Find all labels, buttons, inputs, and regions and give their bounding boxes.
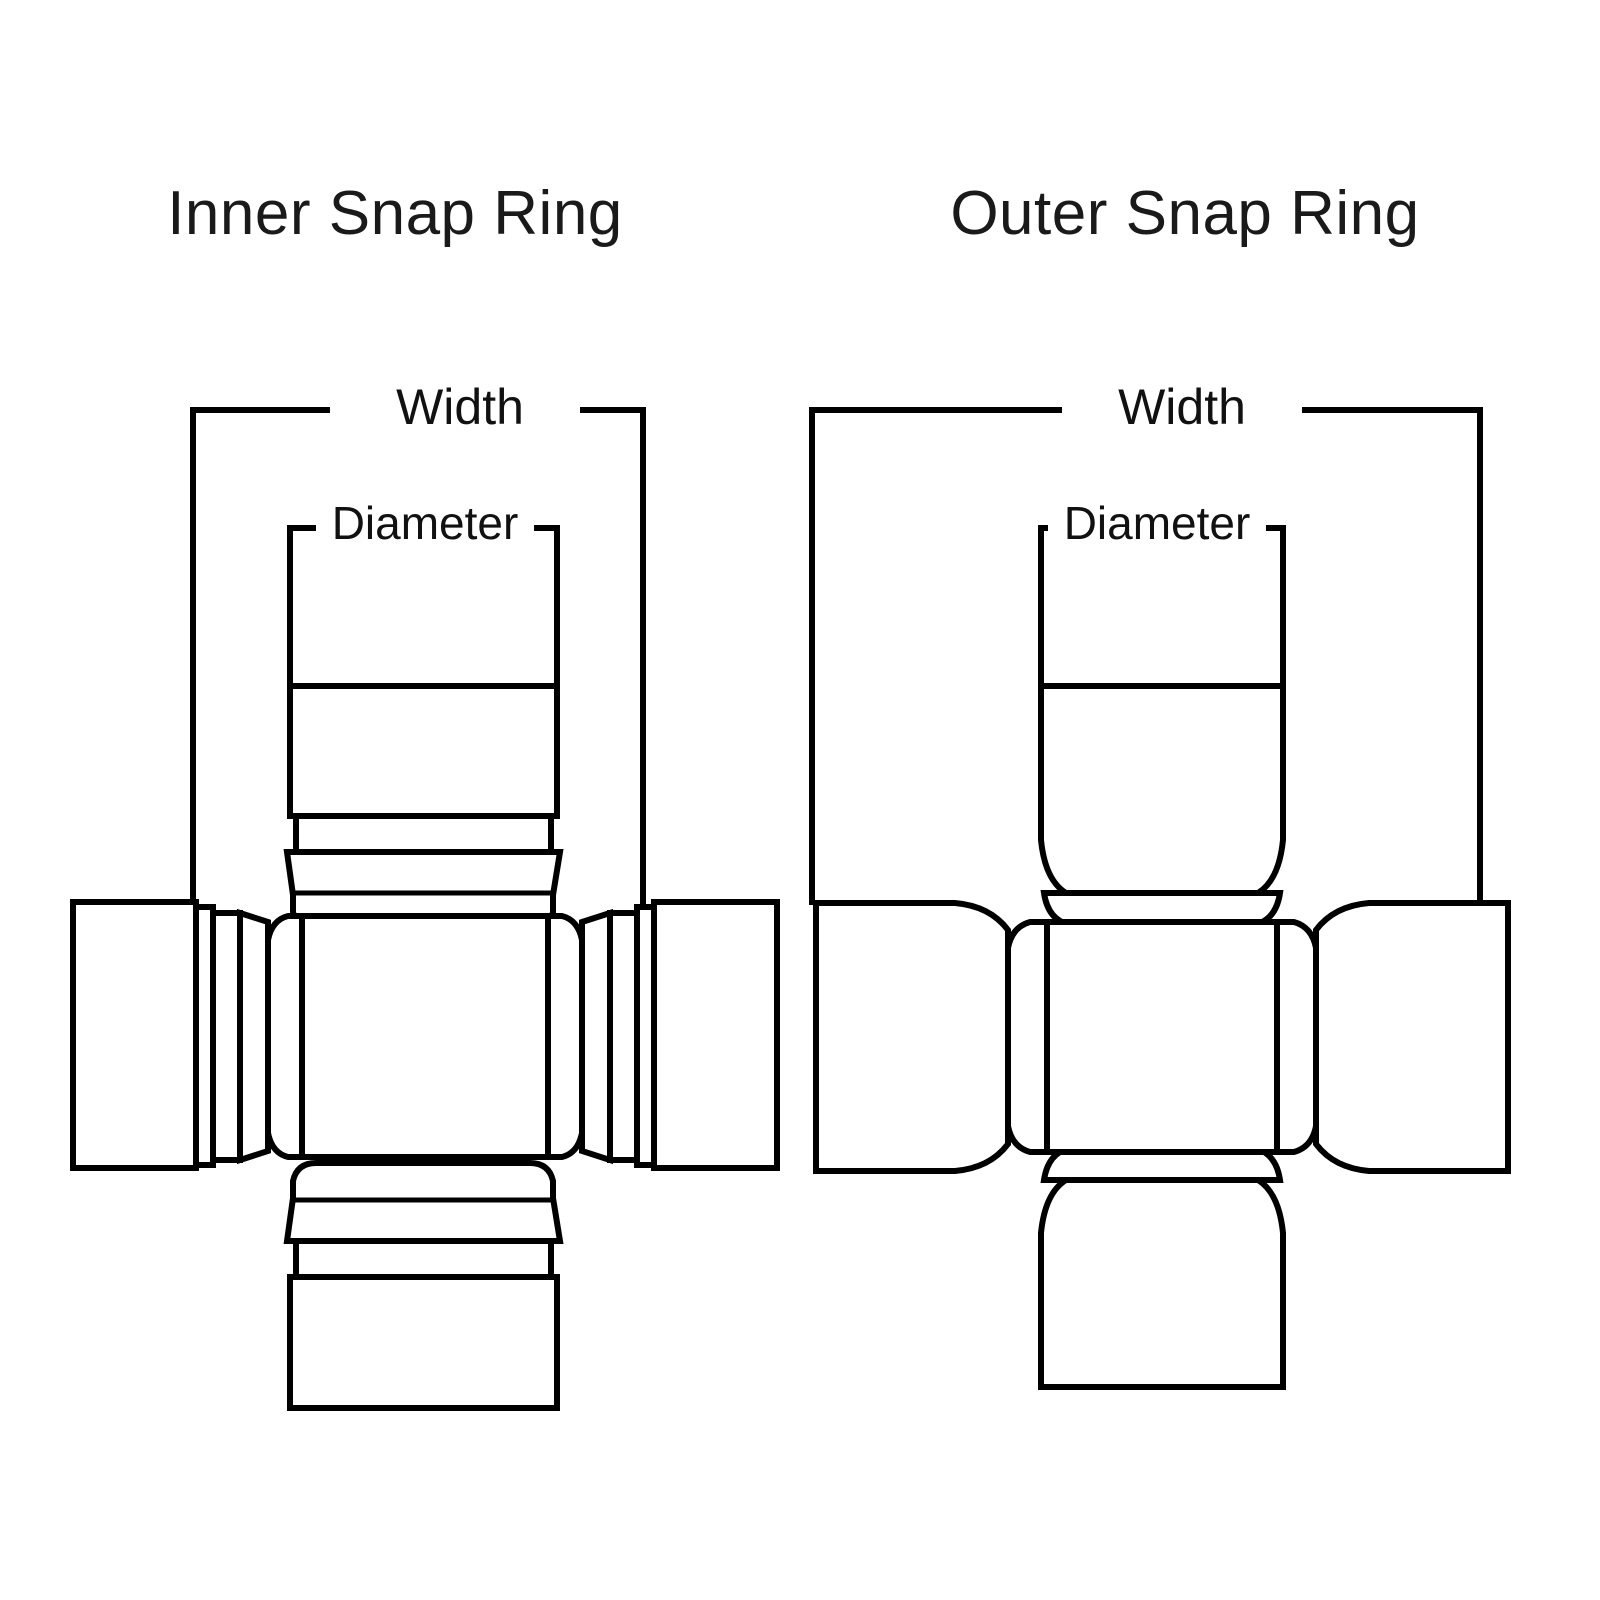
inner-snap-ring-drawing (70, 407, 780, 1411)
diameter-dimension-label-left: Diameter (316, 496, 534, 552)
center-cross-body-right (1044, 919, 1280, 1155)
bottom-bearing-cap-left (283, 1160, 564, 1411)
center-cross-body-left (299, 913, 551, 1160)
top-bearing-cap-right (1038, 683, 1286, 928)
panel-title-inner-snap-ring: Inner Snap Ring (167, 179, 623, 248)
width-dimension-label-left: Width (340, 378, 580, 438)
diameter-dimension-label-right: Diameter (1048, 496, 1266, 552)
diameter-dimension-left (287, 525, 560, 686)
left-arm-left-panel (70, 899, 305, 1171)
right-arm-right-panel (1274, 900, 1511, 1174)
bottom-bearing-cap-right (1038, 1145, 1286, 1390)
right-arm-left-panel (545, 899, 780, 1171)
outer-snap-ring-drawing (809, 407, 1511, 1390)
width-dimension-left (190, 407, 646, 905)
panel-title-outer-snap-ring: Outer Snap Ring (950, 179, 1420, 248)
width-dimension-label-right: Width (1062, 378, 1302, 438)
width-dimension-right (809, 407, 1483, 905)
left-arm-right-panel (813, 900, 1050, 1174)
top-bearing-cap-left (283, 683, 564, 933)
